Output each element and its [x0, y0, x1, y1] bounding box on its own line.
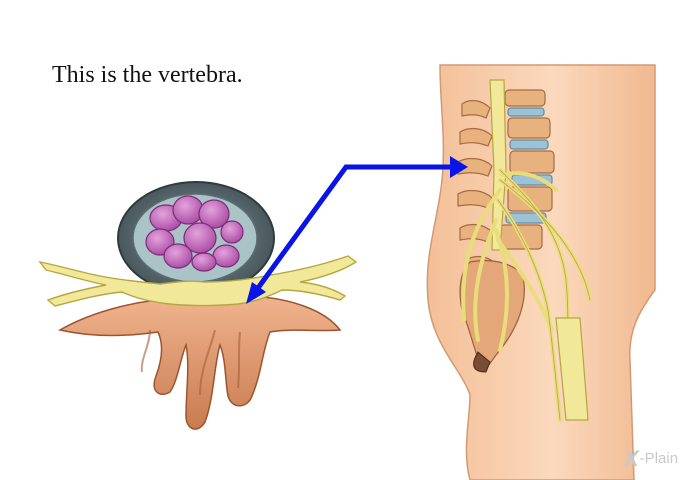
nucleus-pulposus	[145, 195, 244, 272]
spine-side-view-illustration	[426, 64, 656, 480]
process-shadow	[140, 329, 241, 396]
arrow-line	[255, 164, 452, 290]
nerve-roots	[38, 255, 358, 307]
caption: This is the vertebra.	[52, 62, 243, 88]
sciatic-nerve	[555, 317, 589, 421]
arrowhead-down	[246, 282, 266, 304]
coccyx	[473, 351, 491, 373]
xplain-logo: X -Plain	[624, 448, 678, 470]
vertebra-illustration	[38, 181, 358, 430]
logo-text: -Plain	[639, 450, 679, 467]
arrowhead-right	[450, 156, 468, 178]
pointer-arrow	[246, 156, 468, 304]
spinous-process	[57, 295, 342, 430]
logo-mark: X	[624, 446, 639, 471]
